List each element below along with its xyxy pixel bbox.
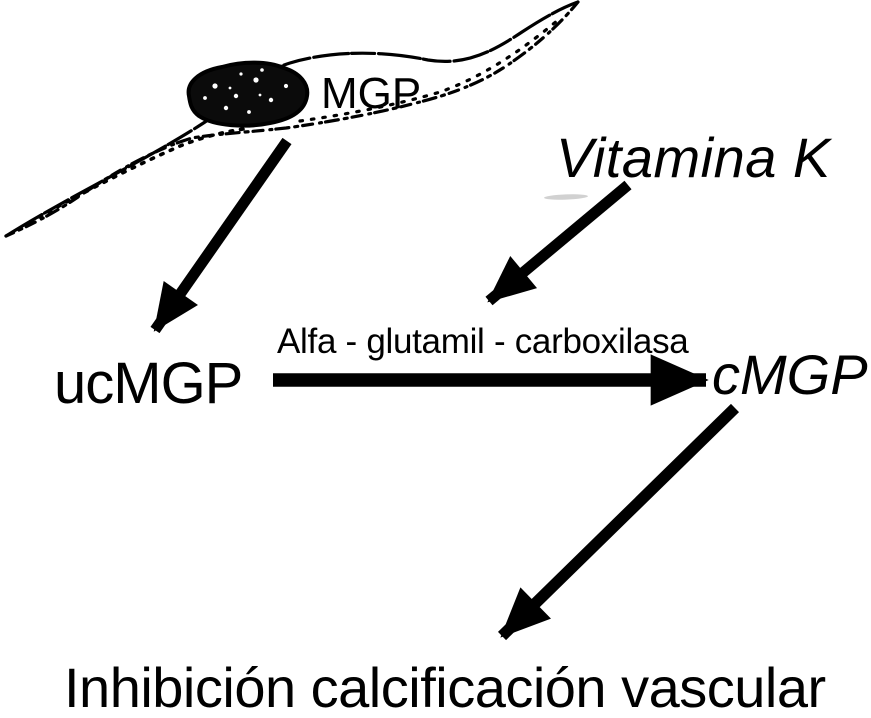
cmgp-label: cMGP: [712, 343, 868, 406]
spindle-cell-icon: [4, 0, 580, 238]
vitamin-k-label: Vitamina K: [556, 126, 831, 189]
enzyme-label: Alfa - glutamil - carboxilasa: [277, 322, 689, 361]
outcome-label: Inhibición calcificación vascular: [64, 656, 826, 718]
arrow-cell-to-ucmgp: [150, 137, 292, 334]
cell-nucleus: [186, 60, 310, 128]
arrow-vitamin-k-to-reaction: [485, 180, 632, 306]
smudge-mark: [544, 194, 588, 200]
ucmgp-label: ucMGP: [54, 351, 243, 416]
arrow-cmgp-to-outcome: [497, 403, 740, 641]
cell-protein-label: MGP: [321, 69, 422, 118]
